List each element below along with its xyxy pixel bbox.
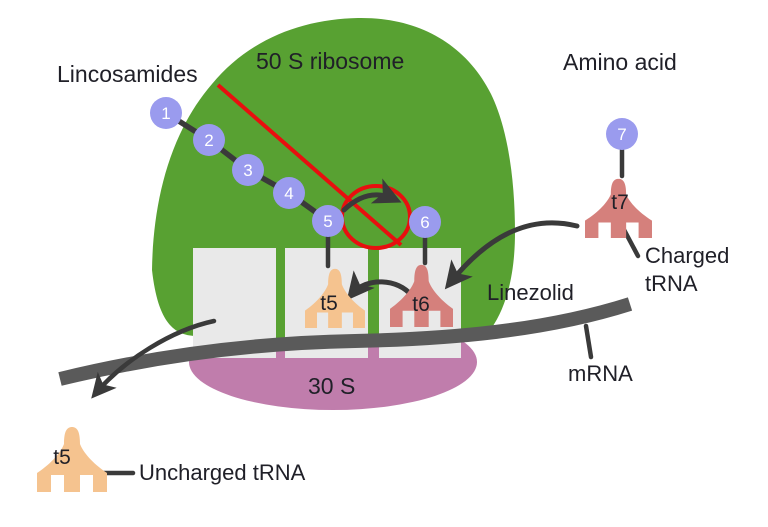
amino-acid-bead-2 xyxy=(193,124,225,156)
label-linezolid: Linezolid xyxy=(487,280,574,305)
label-amino-acid: Amino acid xyxy=(563,49,677,75)
amino-acid-bead-4-label: 4 xyxy=(284,184,293,203)
lincosamides-inhibition-line xyxy=(216,83,403,247)
trna-t5-ejected xyxy=(37,427,107,492)
amino-acid-bead-5-label: 5 xyxy=(323,212,332,231)
charged-trna-entry-arrow xyxy=(444,220,580,290)
peptide-bond-arrow xyxy=(341,178,402,213)
trna-t5-label: t5 xyxy=(320,292,338,315)
amino-acid-bead-7-label: 7 xyxy=(617,125,626,144)
trna-t6-label: t6 xyxy=(412,293,430,316)
amino-acid-bead-7 xyxy=(606,118,638,150)
label-lincosamides: Lincosamides xyxy=(57,61,198,87)
trna-t7-label: t7 xyxy=(611,191,629,214)
uncharged-trna-exit-arrow xyxy=(91,318,217,399)
translocation-arrow xyxy=(346,270,415,301)
amino-acid-bead-4 xyxy=(273,177,305,209)
amino-acid-bead-6-label: 6 xyxy=(420,213,429,232)
amino-acid-bead-3 xyxy=(232,154,264,186)
mrna-pointer-line xyxy=(583,323,594,360)
label-charged-trna-line2: tRNA xyxy=(645,271,698,296)
label-mrna: mRNA xyxy=(568,361,633,386)
amino-acid-bead-3-label: 3 xyxy=(243,161,252,180)
label-50s-ribosome: 50 S ribosome xyxy=(256,48,404,74)
amino-acid-bead-2-label: 2 xyxy=(204,131,213,150)
amino-acid-bead-6 xyxy=(409,206,441,238)
label-uncharged-trna: Uncharged tRNA xyxy=(139,460,306,485)
amino-acid-bead-1 xyxy=(150,97,182,129)
trna-ejected-label: t5 xyxy=(53,446,71,469)
mrna-strand xyxy=(58,297,633,386)
amino-acid-bead-5 xyxy=(312,205,344,237)
amino-acid-bead-1-label: 1 xyxy=(161,104,170,123)
label-charged-trna-line1: Charged xyxy=(645,243,729,268)
label-30s: 30 S xyxy=(308,373,355,399)
